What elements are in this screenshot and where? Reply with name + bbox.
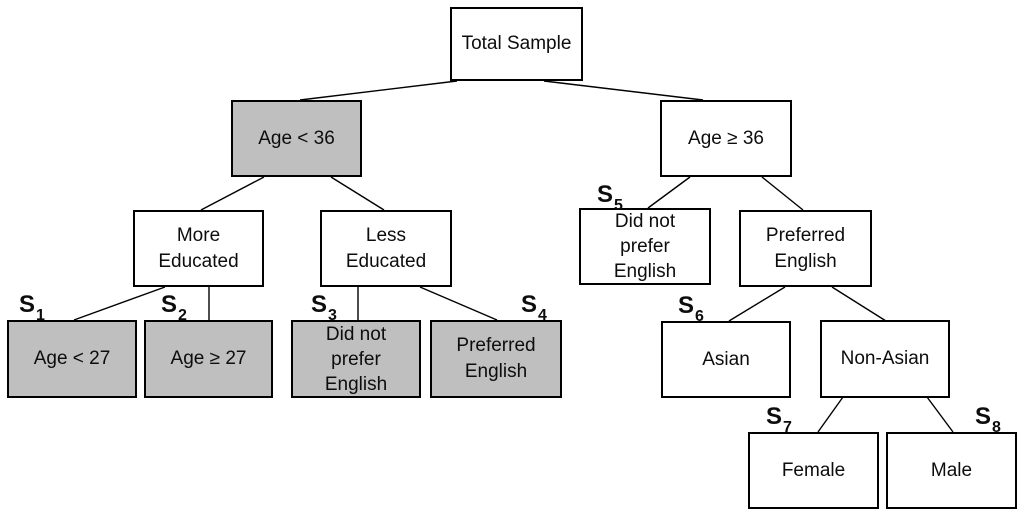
node-did-not-prefer-english-right-label: Did not prefer English [613, 211, 677, 282]
subsample-tag-s7-sub: 7 [783, 418, 792, 436]
subsample-tag-s6-base: S [678, 292, 695, 319]
subsample-tag-s3-sub: 3 [328, 306, 337, 324]
subsample-tag-s8-base: S [975, 403, 992, 430]
node-age-lt-27-label: Age < 27 [33, 348, 111, 369]
node-total-sample-label: Total Sample [461, 33, 572, 54]
node-male: Male [886, 432, 1017, 509]
node-age-lt-36-label: Age < 36 [258, 127, 335, 149]
node-non-asian: Non-Asian [820, 320, 950, 398]
subsample-tag-s2-base: S [161, 291, 178, 318]
subsample-tag-s6: S6 [678, 292, 704, 328]
subsample-tag-s5-sub: 5 [614, 196, 623, 214]
node-age-lt-27: Age < 27 [7, 320, 137, 398]
node-less-educated-label: Less Educated [345, 224, 427, 272]
subsample-tag-s8-sub: 8 [992, 418, 1001, 436]
node-preferred-english-left-label: Preferred English [456, 335, 536, 382]
subsample-tag-s1-sub: 1 [36, 306, 45, 324]
node-preferred-english-left: Preferred English [430, 320, 562, 398]
subsample-tag-s1-base: S [19, 291, 36, 318]
node-age-lt-36: Age < 36 [231, 100, 362, 177]
node-more-educated-label: More Educated [158, 224, 239, 272]
node-preferred-english-right-label: Preferred English [765, 224, 846, 272]
node-preferred-english-right: Preferred English [739, 210, 872, 287]
node-did-not-prefer-english-left: Did not prefer English [291, 320, 421, 398]
subsample-tag-s4: S4 [521, 291, 547, 327]
subsample-tag-s7: S7 [766, 403, 792, 439]
subsample-tag-s1: S1 [19, 291, 45, 327]
node-did-not-prefer-english-left-label: Did not prefer English [324, 323, 388, 395]
node-age-ge-27: Age ≥ 27 [144, 320, 273, 398]
node-more-educated: More Educated [133, 210, 264, 287]
subsample-tag-s4-sub: 4 [538, 306, 547, 324]
node-age-ge-36: Age ≥ 36 [660, 100, 792, 177]
subsample-tag-s8: S8 [975, 403, 1001, 439]
subsample-tag-s5: S5 [597, 181, 623, 217]
subsample-tag-s5-base: S [597, 181, 614, 208]
subsample-tag-s3: S3 [311, 291, 337, 327]
node-female-label: Female [781, 459, 846, 481]
node-female: Female [748, 432, 879, 509]
subsample-tag-s3-base: S [311, 291, 328, 318]
node-age-ge-27-label: Age ≥ 27 [170, 348, 247, 369]
subsample-tag-s7-base: S [766, 403, 783, 430]
node-asian: Asian [661, 321, 791, 398]
subsample-tag-s2-sub: 2 [178, 306, 187, 324]
node-total-sample: Total Sample [450, 7, 583, 81]
subsample-tag-s6-sub: 6 [695, 307, 704, 325]
node-asian-label: Asian [702, 348, 750, 370]
node-age-ge-36-label: Age ≥ 36 [688, 127, 764, 149]
subsample-tag-s2: S2 [161, 291, 187, 327]
node-male-label: Male [930, 459, 973, 481]
node-did-not-prefer-english-right: Did not prefer English [579, 208, 711, 285]
subsample-tag-s4-base: S [521, 291, 538, 318]
node-less-educated: Less Educated [320, 210, 452, 287]
node-non-asian-label: Non-Asian [840, 348, 930, 369]
